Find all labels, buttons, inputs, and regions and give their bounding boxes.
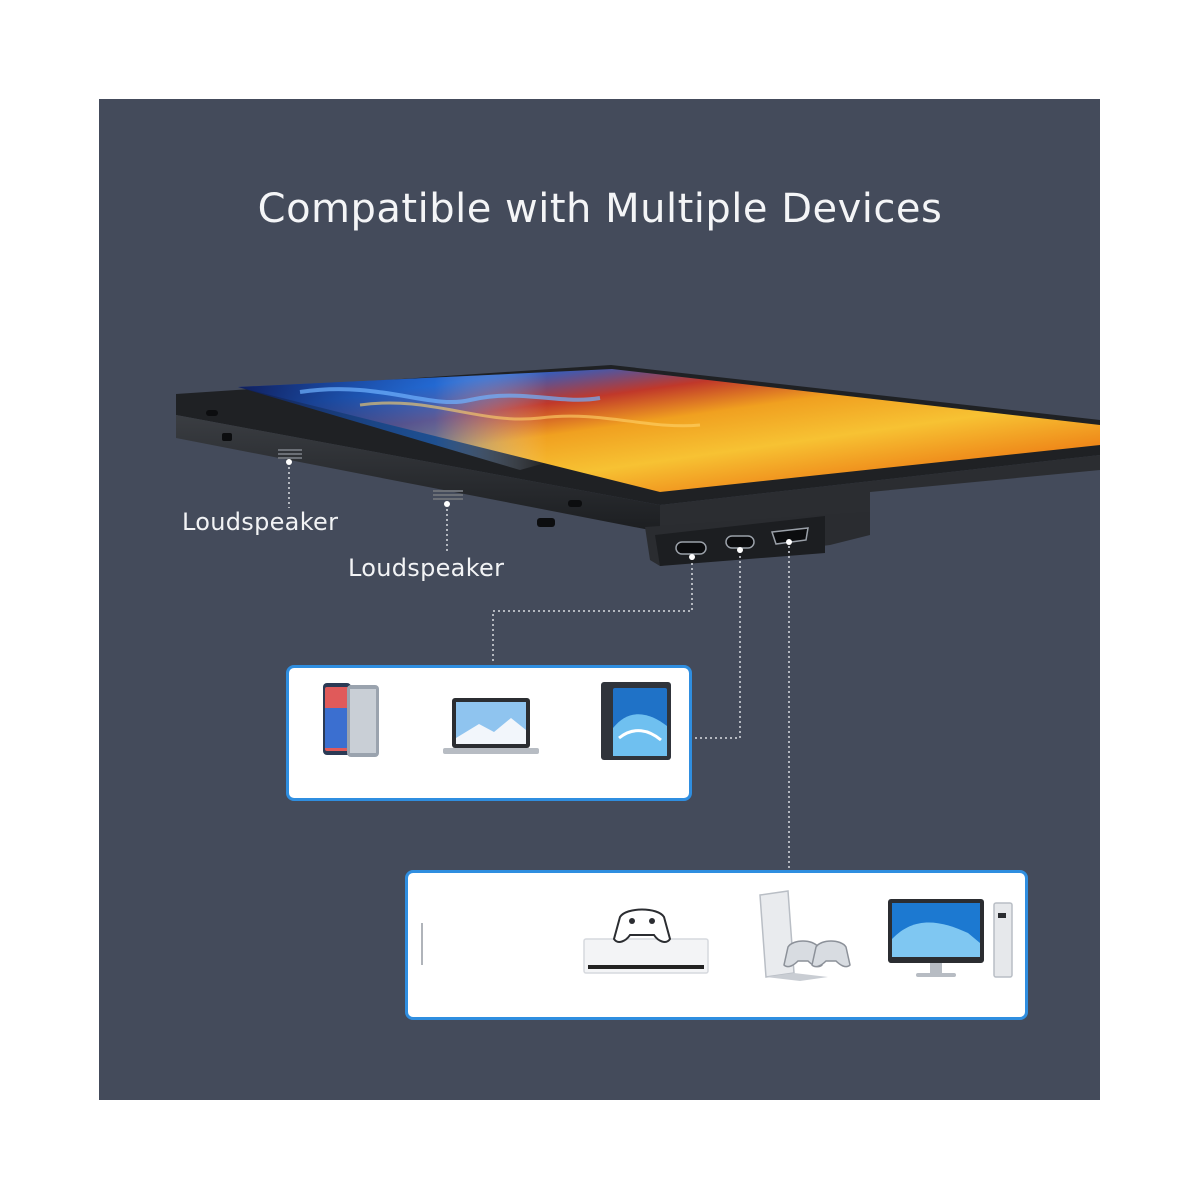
page-title: Compatible with Multiple Devices [257, 186, 943, 232]
desktop-computer-icon [888, 899, 1013, 978]
laptop-icon [443, 698, 539, 754]
hdmi-device-icons [421, 890, 1013, 981]
smartphone-icon [323, 683, 379, 757]
side-hole [206, 410, 218, 416]
speaker-grille-left [278, 449, 302, 459]
callout-loudspeaker-right: Loudspeaker [348, 554, 505, 582]
leader-dots [286, 459, 792, 560]
port-usb-c-2 [725, 535, 755, 549]
port-usb-c-1 [675, 541, 707, 555]
port-hdmi [770, 527, 809, 545]
tablet-icon [601, 682, 671, 760]
hdmi-devices-box [405, 870, 1028, 1020]
game-console-icon [583, 908, 709, 974]
speaker-grille-right [433, 490, 463, 500]
usb-c-device-icons [323, 682, 671, 760]
callout-loudspeaker-left: Loudspeaker [182, 508, 339, 536]
side-hole [222, 433, 232, 441]
usb-c-devices-box [286, 665, 692, 801]
leader-lines [288, 462, 790, 868]
playstation-console-icon [759, 890, 851, 981]
side-hole [568, 500, 582, 507]
monitor-screen [238, 369, 1100, 492]
side-hole [537, 518, 555, 527]
